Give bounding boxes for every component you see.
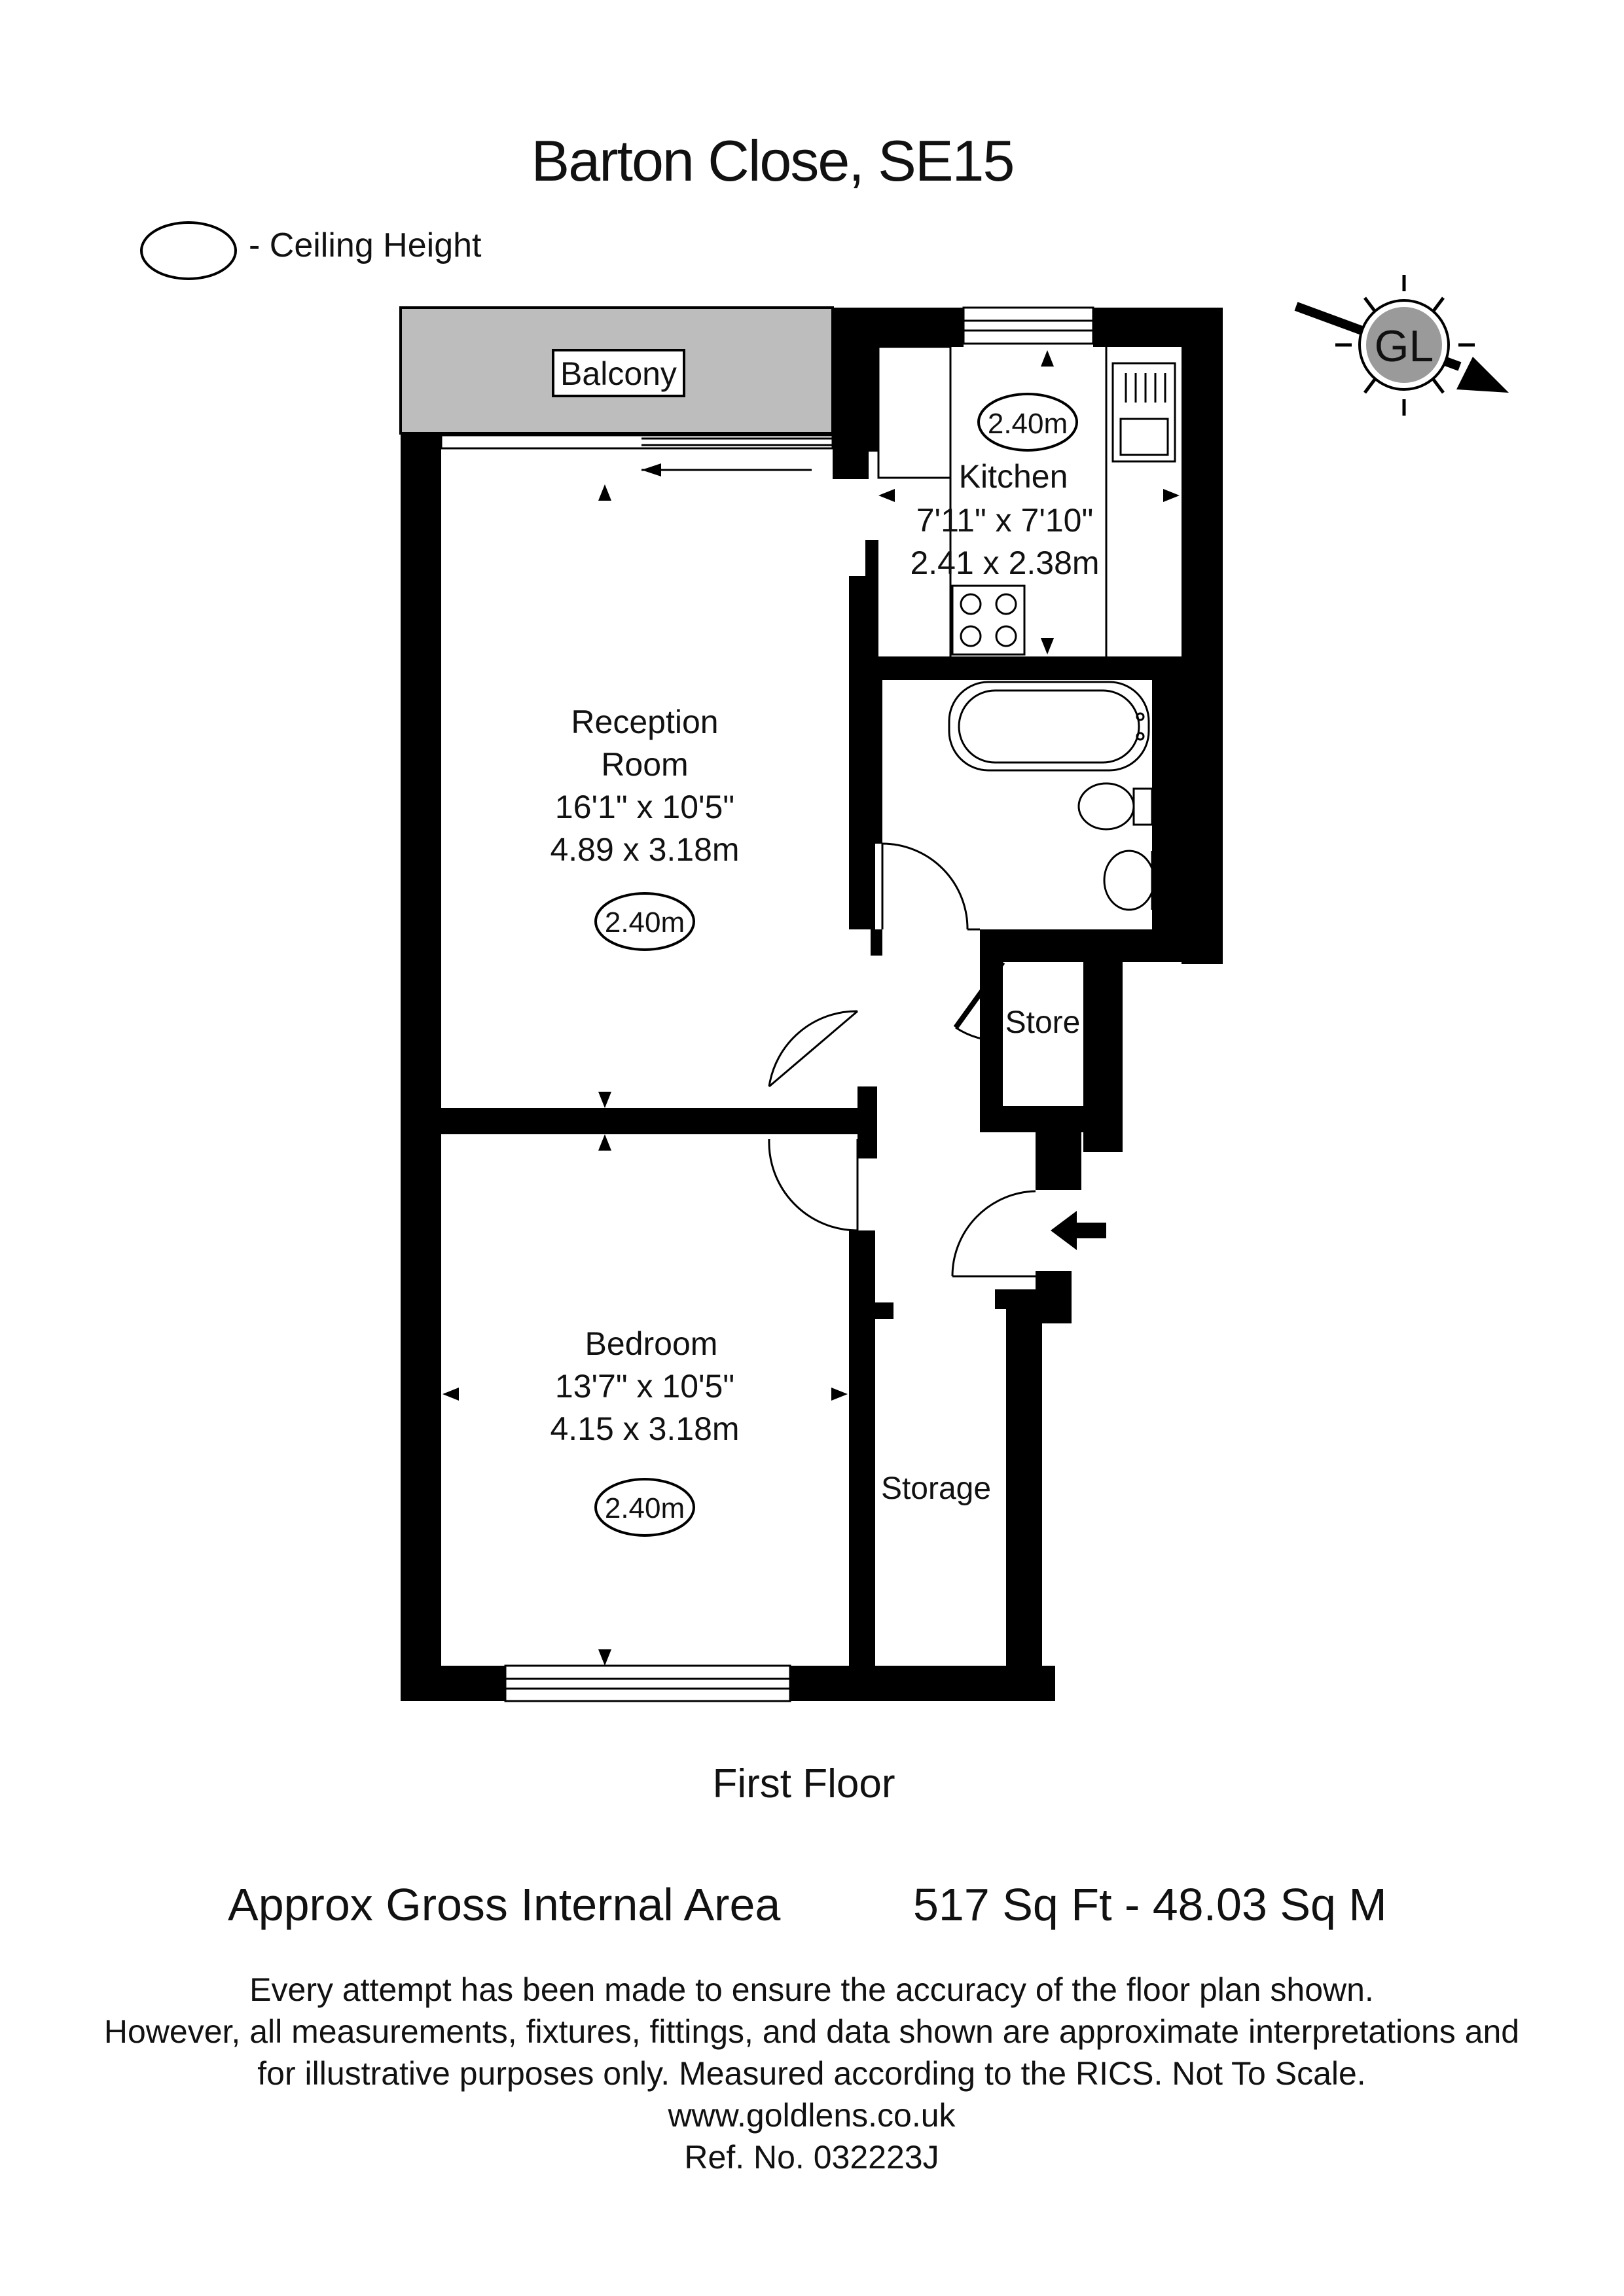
ceiling-height-legend-icon: [140, 221, 237, 280]
kitchen-ceiling-height: [977, 393, 1078, 452]
disclaimer-line-1: Every attempt has been made to ensure th…: [249, 1971, 1374, 2008]
hob-icon: [951, 584, 1026, 656]
storage-name: Storage: [881, 1471, 991, 1506]
bedroom-imperial: 13'7" x 10'5": [555, 1368, 734, 1405]
balcony-label-box: [552, 349, 685, 397]
bedroom-metric: 4.15 x 3.18m: [550, 1410, 739, 1447]
kitchen-name: Kitchen: [959, 458, 1068, 495]
balcony-label: Balcony: [560, 355, 677, 392]
page-title: Barton Close, SE15: [531, 128, 1015, 193]
reception-name-line2: Room: [601, 746, 688, 783]
disclaimer-line-2: However, all measurements, fixtures, fit…: [103, 2013, 1520, 2050]
kitchen-imperial: 7'11" x 7'10": [916, 502, 1094, 539]
door-swings: [768, 842, 1036, 1278]
kitchen-sink-icon: [1111, 362, 1176, 463]
compass-label: GL: [1375, 321, 1434, 371]
reception-imperial: 16'1" x 10'5": [555, 789, 734, 825]
entrance-arrow-icon: [1051, 1211, 1106, 1250]
kitchen-fittings: [877, 346, 1176, 656]
reception-metric: 4.89 x 3.18m: [550, 831, 739, 868]
toilet-icon: [1077, 782, 1135, 831]
kitchen-window: [962, 306, 1094, 345]
ceiling-height-legend-label: - Ceiling Height: [249, 226, 482, 264]
kitchen-metric: 2.41 x 2.38m: [910, 545, 1099, 581]
compass-icon: GL: [1294, 275, 1509, 416]
disclaimer-line-3: for illustrative purposes only. Measured…: [257, 2055, 1366, 2092]
area-label: Approx Gross Internal Area: [228, 1879, 781, 1930]
walls: [401, 308, 1223, 1701]
dimension-markers: [442, 350, 1180, 1666]
store-name: Store: [1005, 1005, 1081, 1040]
basin-icon: [1103, 850, 1155, 911]
bedroom-window: [504, 1664, 791, 1702]
reception-ceiling-height-value: 2.40m: [605, 906, 685, 939]
bedroom-ceiling-height: [594, 1478, 695, 1537]
bathroom-fittings: [948, 681, 1155, 911]
website-link[interactable]: www.goldlens.co.uk: [668, 2097, 956, 2134]
reception-ceiling-height: [594, 892, 695, 951]
reference-number: Ref. No. 032223J: [684, 2139, 939, 2176]
bedroom-ceiling-height-value: 2.40m: [605, 1492, 685, 1524]
area-value: 517 Sq Ft - 48.03 Sq M: [913, 1879, 1387, 1930]
reception-name-line1: Reception: [571, 704, 718, 740]
bedroom-name: Bedroom: [585, 1325, 718, 1362]
kitchen-ceiling-height-value: 2.40m: [988, 408, 1068, 440]
bathtub-icon: [948, 681, 1150, 772]
floor-label: First Floor: [712, 1761, 895, 1806]
balcony-sliding-door: [440, 434, 834, 476]
